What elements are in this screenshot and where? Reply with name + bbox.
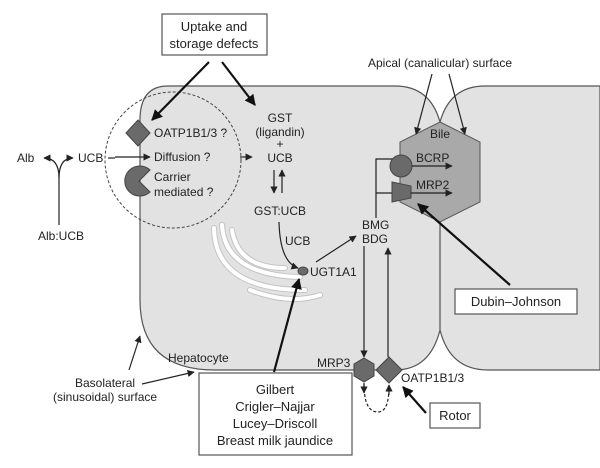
arrow-rotor-to-oatp (402, 386, 427, 414)
mediated-label: mediated ? (154, 185, 214, 199)
oatp-question-label: OATP1B1/3 ? (154, 126, 227, 140)
apical-surface-label: Apical (canalicular) surface (368, 56, 512, 70)
arrow-apical-left (414, 73, 433, 135)
carrier-pacman-icon (124, 165, 151, 197)
sinusoidal-label: (sinusoidal) surface (53, 390, 157, 404)
ucb-gst-label: UCB (267, 151, 292, 165)
dubin-johnson-box (454, 288, 578, 315)
ugt1a1-enzyme-icon (297, 266, 309, 276)
bdg-label: BDG (362, 232, 388, 246)
gst-ucb-label: GST:UCB (254, 204, 306, 218)
disorder-crigler-najjar: Crigler–Najjar (235, 399, 315, 414)
endoplasmic-reticulum-icon (211, 222, 323, 302)
oatp-bottom-label: OATP1B1/3 (401, 371, 464, 385)
alb-label: Alb (17, 151, 35, 165)
bcrp-circle-icon (389, 154, 413, 178)
oatp-diamond-icon (125, 119, 151, 147)
bcrp-label: BCRP (416, 151, 449, 165)
hepatocyte-label: Hepatocyte (168, 351, 229, 365)
ucb-left-label: UCB (78, 151, 103, 165)
uptake-region-circle (104, 91, 242, 229)
disorder-gilbert: Gilbert (256, 382, 295, 397)
arrow-to-ugt (278, 221, 299, 270)
mrp2-label: MRP2 (416, 178, 450, 192)
plus-label: + (276, 137, 283, 151)
arrow-to-alb (43, 154, 60, 225)
arrow-apical-right (448, 73, 467, 135)
arrow-disorders-to-ugt (272, 277, 302, 373)
oatp-bottom-diamond-icon (375, 356, 403, 384)
disorder-lucey-driscoll: Lucey–Driscoll (233, 416, 318, 431)
ligandin-label: (ligandin) (255, 125, 304, 139)
rotor-label: Rotor (439, 408, 471, 423)
bmg-label: BMG (362, 218, 389, 232)
bile-label: Bile (430, 127, 450, 141)
mrp3-label: MRP3 (317, 356, 351, 370)
diffusion-label: Diffusion ? (154, 150, 211, 164)
arrow-to-ucb (58, 154, 74, 179)
arrow-dubin-to-mrp2 (417, 203, 511, 286)
ugt1a1-label: UGT1A1 (310, 265, 357, 279)
arrow-to-bmg (315, 235, 357, 263)
carrier-label: Carrier (154, 170, 191, 184)
arrow-uptake-to-oatp (151, 61, 210, 121)
mrp3-hexagon-icon (353, 357, 375, 383)
line-to-bcrp (375, 158, 393, 218)
arrow-basolateral-up (128, 335, 142, 371)
uptake-defects-line1: Uptake and (181, 19, 248, 34)
ucb-mid-label: UCB (285, 234, 310, 248)
dubin-johnson-label: Dubin–Johnson (471, 294, 561, 309)
disorder-breast-milk: Breast milk jaundice (217, 433, 333, 448)
rotor-box (429, 402, 481, 429)
basolateral-label: Basolateral (75, 376, 135, 390)
mrp2-trapezoid-icon (391, 181, 412, 203)
arrow-basolateral-right (141, 369, 195, 385)
arrow-uptake-to-gst (221, 61, 256, 106)
uptake-defects-box (161, 13, 268, 56)
uptake-defects-line2: storage defects (170, 36, 259, 51)
gst-label: GST (268, 111, 293, 125)
ugt-disorders-box (198, 372, 353, 456)
alb-ucb-label: Alb:UCB (38, 229, 84, 243)
dashed-recycle-loop (363, 383, 390, 413)
